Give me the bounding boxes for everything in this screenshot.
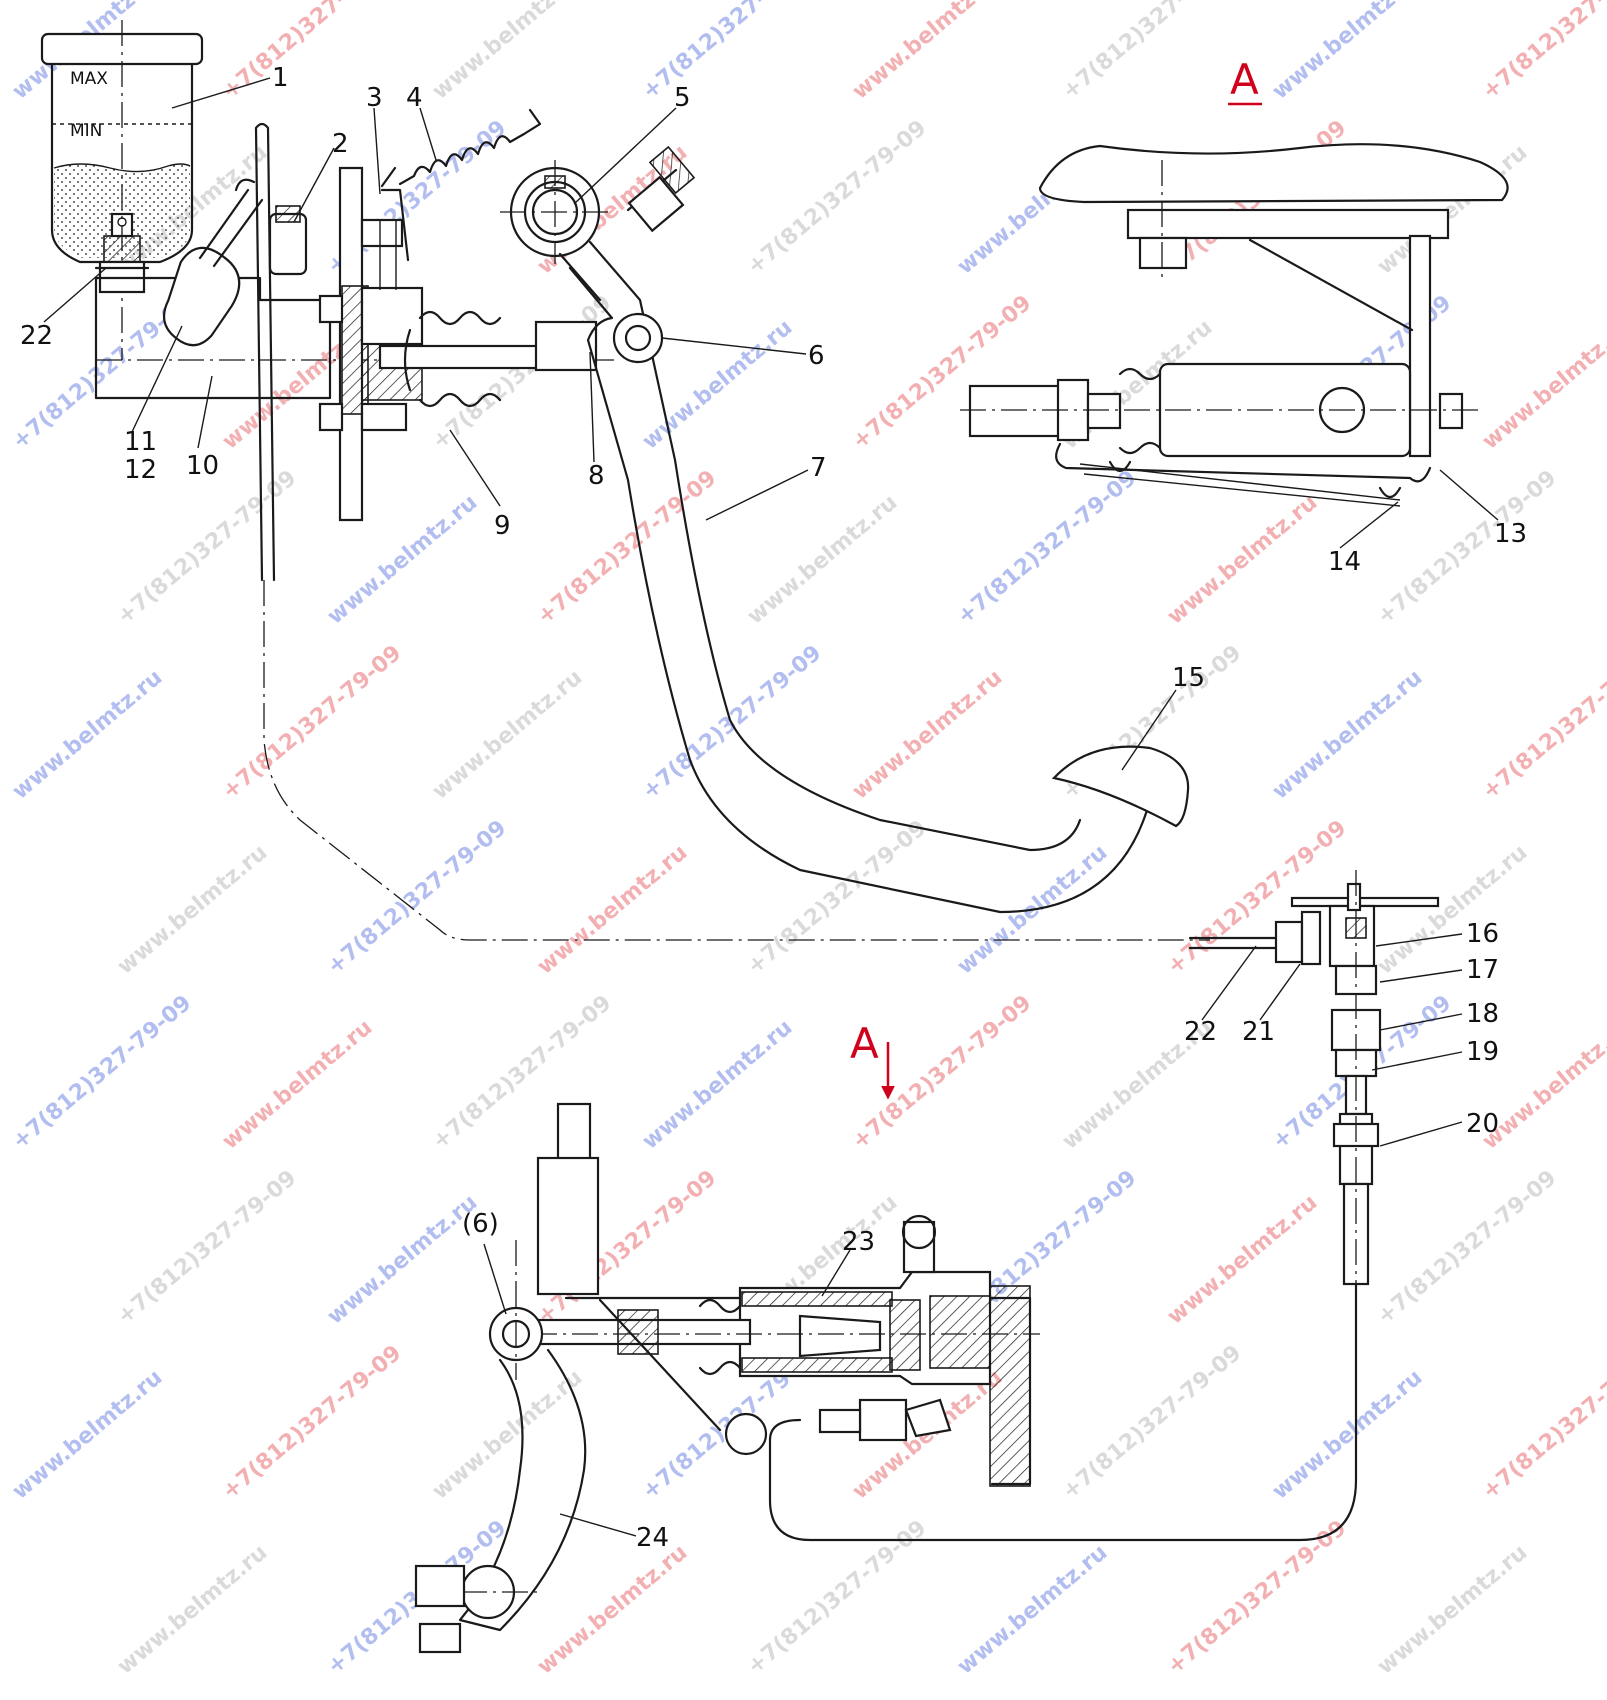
watermark-text: www.belmtz.ru <box>848 665 1008 805</box>
watermark-text: www.belmtz.ru <box>848 0 1008 105</box>
callout-numbers: 1 2 3 4 5 6 7 8 9 10 11 12 13 14 15 16 1… <box>20 63 1527 1553</box>
master-cylinder <box>94 122 620 582</box>
callout-10: 10 <box>186 451 219 481</box>
watermark-text: www.belmtz.ru <box>638 1015 798 1155</box>
callout-24: 24 <box>636 1523 669 1553</box>
leader-lines <box>43 77 1499 1537</box>
view-a-title: A <box>1230 55 1259 104</box>
callout-17: 17 <box>1466 955 1499 985</box>
watermark-text: +7(812)327-79-09 <box>953 466 1142 630</box>
callout-4: 4 <box>406 83 423 113</box>
callout-23: 23 <box>842 1227 875 1257</box>
callout-5: 5 <box>674 83 691 113</box>
watermark-text: www.belmtz.ru <box>1268 665 1428 805</box>
watermark-text: +7(812)327-79-09 <box>1478 1341 1607 1505</box>
callout-1: 1 <box>272 63 289 93</box>
callout-19: 19 <box>1466 1037 1499 1067</box>
watermark-text: www.belmtz.ru <box>743 490 903 630</box>
callout-9: 9 <box>494 511 511 541</box>
watermark-text: www.belmtz.ru <box>428 1365 588 1505</box>
watermark-text: +7(812)327-79-09 <box>218 1341 407 1505</box>
callout-22-lower: 22 <box>1184 1017 1217 1047</box>
callout-8: 8 <box>588 461 605 491</box>
watermark-text: www.belmtz.ru <box>428 0 588 105</box>
watermark-text: www.belmtz.ru <box>533 840 693 980</box>
watermark-text: www.belmtz.ru <box>1268 0 1428 105</box>
callout-18: 18 <box>1466 999 1499 1029</box>
watermark-text: +7(812)327-79-09 <box>743 116 932 280</box>
callout-6-ref: (6) <box>462 1209 499 1239</box>
watermark-text: +7(812)327-79-09 <box>743 816 932 980</box>
watermark-text: +7(812)327-79-09 <box>428 291 617 455</box>
watermark-text: +7(812)327-79-09 <box>638 0 827 105</box>
watermark-text: +7(812)327-79-09 <box>8 991 197 1155</box>
callout-15: 15 <box>1172 663 1205 693</box>
watermark-text: www.belmtz.ru <box>113 840 273 980</box>
callout-7: 7 <box>810 453 827 483</box>
watermark-text: www.belmtz.ru <box>8 1365 168 1505</box>
watermark-text: +7(812)327-79-09 <box>1373 1166 1562 1330</box>
hydraulic-pipe-path <box>263 580 1210 941</box>
section-marks: A A <box>850 55 1262 1100</box>
watermark-text: www.belmtz.ru <box>218 1015 378 1155</box>
watermark-text: www.belmtz.ru <box>113 1540 273 1680</box>
view-a-arrow-label: A <box>850 1019 879 1068</box>
return-spring <box>398 108 542 186</box>
watermark-text: www.belmtz.ru <box>1373 1540 1533 1680</box>
watermark-text: www.belmtz.ru <box>1268 1365 1428 1505</box>
watermark-text: +7(812)327-79-09 <box>218 641 407 805</box>
watermark-text: www.belmtz.ru <box>953 1540 1113 1680</box>
min-level-label: MIN <box>70 121 102 141</box>
watermark-text: +7(812)327-79-09 <box>1478 0 1607 105</box>
watermark-text: www.belmtz.ru <box>428 665 588 805</box>
callout-20: 20 <box>1466 1109 1499 1139</box>
callout-14: 14 <box>1328 547 1361 577</box>
callout-3: 3 <box>366 83 383 113</box>
watermark-text: +7(812)327-79-09 <box>113 1166 302 1330</box>
callout-21: 21 <box>1242 1017 1275 1047</box>
callout-16: 16 <box>1466 919 1499 949</box>
watermark-text: www.belmtz.ru <box>323 1190 483 1330</box>
watermark-text: +7(812)327-79-09 <box>323 816 512 980</box>
callout-13: 13 <box>1494 519 1527 549</box>
clutch-pedal <box>500 145 1190 914</box>
watermark-text: www.belmtz.ru <box>1373 840 1533 980</box>
view-a-detail <box>960 143 1509 507</box>
watermark-text: +7(812)327-79-09 <box>533 466 722 630</box>
watermark-text: www.belmtz.ru <box>8 665 168 805</box>
pipe-fittings <box>768 870 1440 1542</box>
callout-12: 12 <box>124 455 157 485</box>
watermark-text: +7(812)327-79-09 <box>1058 1341 1247 1505</box>
watermark-text: +7(812)327-79-09 <box>848 991 1037 1155</box>
watermark-text: www.belmtz.ru <box>1478 315 1607 455</box>
watermark-text: www.belmtz.ru <box>533 1540 693 1680</box>
fluid-reservoir: MAX MIN <box>40 20 204 360</box>
callout-22-upper: 22 <box>20 321 53 351</box>
watermark-text: +7(812)327-79-09 <box>1373 466 1562 630</box>
callout-6: 6 <box>808 341 825 371</box>
watermark-text: www.belmtz.ru <box>1163 1190 1323 1330</box>
watermark-text: +7(812)327-79-09 <box>1478 641 1607 805</box>
callout-11: 11 <box>124 427 157 457</box>
watermark-text: +7(812)327-79-09 <box>1058 0 1247 105</box>
watermark-layer: www.belmtz.ru+7(812)327-79-09www.belmtz.… <box>8 0 1607 1680</box>
release-cylinder-assembly <box>414 1102 1040 1654</box>
watermark-text: www.belmtz.ru <box>1163 490 1323 630</box>
max-level-label: MAX <box>70 69 108 89</box>
callout-2: 2 <box>332 129 349 159</box>
